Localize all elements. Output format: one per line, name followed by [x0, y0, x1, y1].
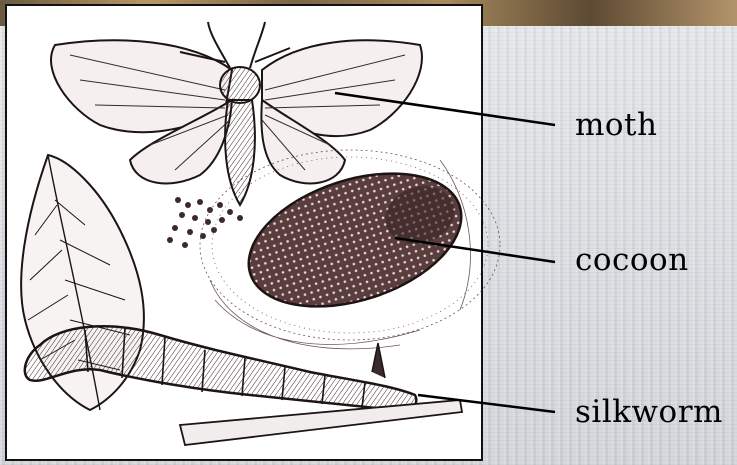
cocoon-label: cocoon	[575, 245, 689, 276]
silkworm-label: silkworm	[575, 397, 723, 428]
moth-label: moth	[575, 110, 657, 141]
cocoon-drawing	[232, 149, 478, 331]
eggs-drawing	[167, 197, 243, 248]
